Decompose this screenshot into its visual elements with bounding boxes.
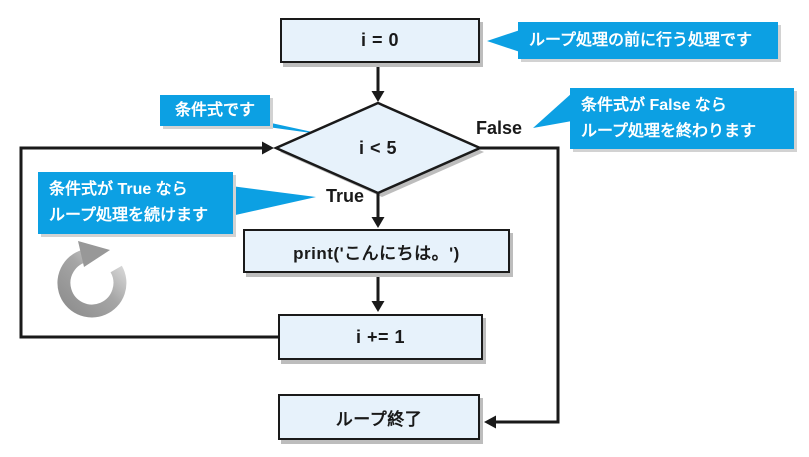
callout-false-note-line2: ループ処理を終わります — [581, 122, 757, 140]
callout-condition-note-text: 条件式です — [174, 101, 255, 119]
node-condition-label-wrap: i < 5 — [318, 133, 438, 163]
callout-condition-note: 条件式です — [160, 95, 270, 126]
node-condition-label: i < 5 — [358, 137, 398, 158]
node-end: ループ終了 — [278, 394, 480, 440]
callout-tail-false-note — [533, 93, 572, 128]
node-increment: i += 1 — [278, 314, 483, 360]
loop-circular-arrow-icon — [57, 241, 127, 318]
node-init: i = 0 — [280, 18, 480, 63]
node-body: print('こんにちは。') — [243, 229, 510, 273]
node-body-label: print('こんにちは。') — [293, 243, 460, 263]
arrow-condition-to-body — [371, 193, 385, 228]
node-end-label: ループ終了 — [335, 409, 423, 429]
callout-true-note-line2: ループ処理を続けます — [49, 207, 209, 224]
callout-tail-init-note — [487, 30, 520, 52]
false-branch-arrow — [479, 146, 560, 429]
callout-true-note: 条件式が True なら ループ処理を続けます — [38, 172, 233, 234]
arrow-init-to-condition — [371, 63, 385, 102]
edge-label-false: False — [476, 118, 523, 138]
node-init-label: i = 0 — [360, 30, 400, 50]
callout-false-note-line1: 条件式が False なら — [581, 96, 727, 114]
arrow-body-to-increment — [371, 274, 385, 312]
loopback-arrow — [19, 141, 279, 339]
node-increment-label: i += 1 — [355, 326, 406, 347]
callout-init-note: ループ処理の前に行う処理です — [518, 22, 778, 59]
callout-tail-true-note — [231, 186, 316, 216]
callout-init-note-text: ループ処理の前に行う処理です — [529, 31, 753, 49]
callout-false-note: 条件式が False なら ループ処理を終わります — [570, 88, 794, 149]
edge-label-true: True — [326, 186, 365, 206]
callout-true-note-line1: 条件式が True なら — [49, 181, 188, 199]
